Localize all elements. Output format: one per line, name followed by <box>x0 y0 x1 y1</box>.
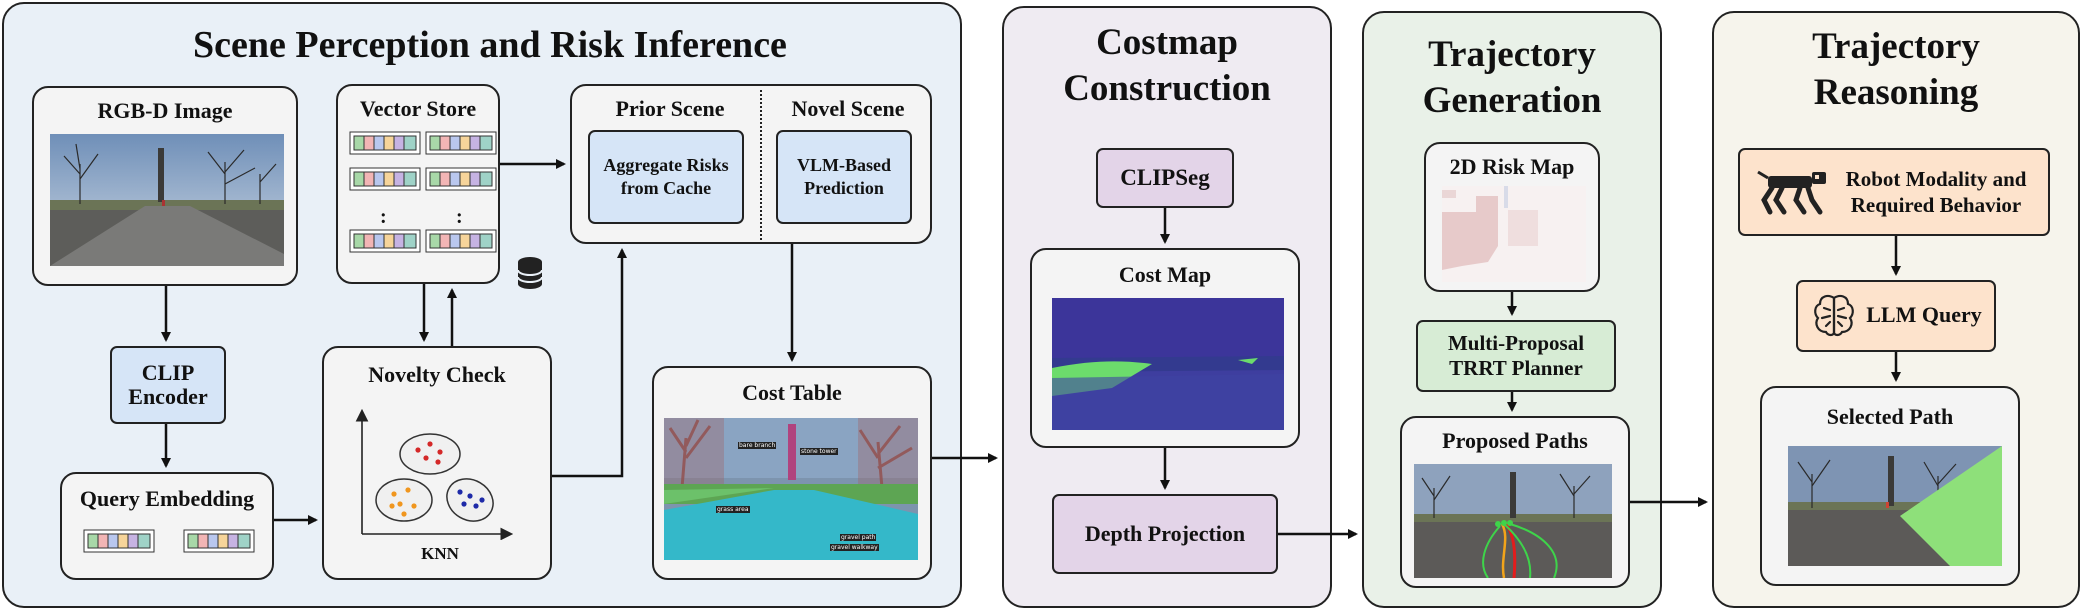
cost-tag-grass-area: grass area <box>716 506 750 513</box>
rgbd-photo <box>50 134 284 266</box>
prior-scene-title: Prior Scene <box>615 96 725 121</box>
aggregate-risks-box: Aggregate Risks from Cache <box>588 130 744 224</box>
depth-projection-box: Depth Projection <box>1052 494 1278 574</box>
robot-dog-icon <box>1757 170 1826 215</box>
clip-encoder-label: CLIP Encoder <box>128 360 208 409</box>
scene-panel-title: Scene Perception and Risk Inference <box>193 24 787 66</box>
novel-scene-title: Novel Scene <box>791 96 905 121</box>
clipseg-label: CLIPSeg <box>1120 165 1210 190</box>
trrt-planner-label: Multi-Proposal TRRT Planner <box>1447 331 1585 380</box>
depth-projection-label: Depth Projection <box>1084 521 1246 546</box>
query-embedding-title: Query Embedding <box>79 486 255 511</box>
scene-divider <box>760 90 762 240</box>
risk-map-title: 2D Risk Map <box>1449 154 1575 179</box>
costmap-panel-title: Costmap Construction <box>1063 22 1271 109</box>
robot-modality-label: Robot Modality and Required Behavior <box>1845 167 2027 217</box>
selected-path-image <box>1788 446 2002 566</box>
vector-store-ellipsis-right: : <box>456 206 463 228</box>
cost-tag-gravel-walkway: gravel walkway <box>830 544 879 551</box>
risk-map-image <box>1442 186 1586 282</box>
rgbd-image-title: RGB-D Image <box>97 98 233 123</box>
cost-map-image <box>1052 298 1284 430</box>
clip-encoder-box: CLIP Encoder <box>110 346 226 424</box>
novelty-check-title: Novelty Check <box>368 362 506 387</box>
proposed-paths-image <box>1414 464 1612 578</box>
trajgen-panel-title: Trajectory Generation <box>1422 34 1602 121</box>
aggregate-risks-label: Aggregate Risks from Cache <box>603 155 729 198</box>
cost-tag-stone-tower: stone tower <box>800 448 838 455</box>
vector-store-ellipsis-left: : <box>380 206 387 228</box>
cost-table-title: Cost Table <box>742 380 842 405</box>
vlm-prediction-label: VLM-Based Prediction <box>797 155 891 198</box>
database-icon <box>517 257 543 289</box>
cost-map-title: Cost Map <box>1118 262 1212 287</box>
reasoning-panel-title: Trajectory Reasoning <box>1812 26 1980 113</box>
proposed-paths-title: Proposed Paths <box>1442 428 1588 453</box>
cost-table-image: bare branch gravel walkway gravel path g… <box>664 418 918 560</box>
novelty-check-box <box>322 346 552 580</box>
trrt-planner-box: Multi-Proposal TRRT Planner <box>1416 320 1616 392</box>
llm-query-label: LLM Query <box>1866 302 1982 327</box>
cost-tag-gravel-path: gravel path <box>840 534 877 541</box>
cost-tag-bare-branch: bare branch <box>738 442 777 449</box>
knn-label: KNN <box>421 544 459 563</box>
robot-modality-box <box>1738 148 2050 236</box>
vector-store-title: Vector Store <box>359 96 477 121</box>
knn-cluster-plot <box>355 408 514 540</box>
selected-path-title: Selected Path <box>1826 404 1954 429</box>
brain-icon <box>1814 294 1854 337</box>
clipseg-box: CLIPSeg <box>1096 148 1234 208</box>
vector-store-embeddings <box>349 131 497 253</box>
query-embedding-box <box>60 472 274 580</box>
vlm-prediction-box: VLM-Based Prediction <box>776 130 912 224</box>
